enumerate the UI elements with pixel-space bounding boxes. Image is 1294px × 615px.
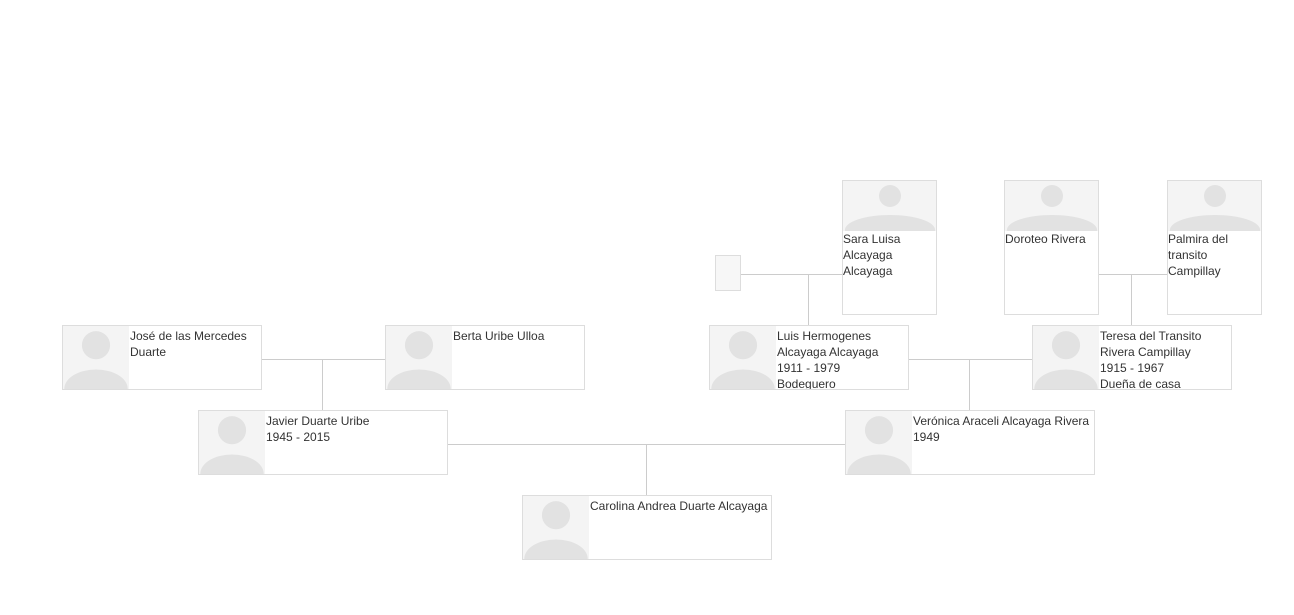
connector-line [969, 359, 970, 410]
person-card-jose[interactable]: José de las Mercedes Duarte [62, 325, 262, 390]
person-silhouette-icon [386, 326, 452, 389]
person-name: Berta Uribe Ulloa [453, 329, 545, 343]
connector-line [808, 274, 809, 325]
person-card-berta[interactable]: Berta Uribe Ulloa [385, 325, 585, 390]
person-silhouette-icon [846, 411, 912, 474]
person-years: 1915 - 1967 [1100, 361, 1165, 375]
person-silhouette-icon [199, 411, 265, 474]
person-silhouette-icon [1005, 181, 1098, 231]
person-card-sara[interactable]: Sara Luisa Alcayaga Alcayaga [842, 180, 937, 315]
person-name: Sara Luisa Alcayaga Alcayaga [843, 232, 901, 278]
connector-line [1131, 274, 1132, 325]
connector-line [740, 274, 843, 275]
person-name: Luis Hermogenes Alcayaga Alcayaga [777, 329, 879, 359]
person-card-veronica[interactable]: Verónica Araceli Alcayaga Rivera 1949 [845, 410, 1095, 475]
person-occupation: Dueña de casa [1100, 377, 1181, 390]
person-silhouette-icon [1033, 326, 1099, 389]
person-occupation: Bodeguero [777, 377, 836, 390]
person-silhouette-icon [523, 496, 589, 559]
person-silhouette-icon [710, 326, 776, 389]
connector-line [646, 444, 647, 495]
person-silhouette-icon [63, 326, 129, 389]
person-years: 1945 - 2015 [266, 430, 331, 444]
connector-line [1098, 274, 1167, 275]
person-silhouette-icon [1168, 181, 1261, 231]
connector-line [261, 359, 385, 360]
person-name: Javier Duarte Uribe [266, 414, 370, 428]
person-card-carolina[interactable]: Carolina Andrea Duarte Alcayaga [522, 495, 772, 560]
person-years: 1949 [913, 430, 940, 444]
person-card-javier[interactable]: Javier Duarte Uribe 1945 - 2015 [198, 410, 448, 475]
person-silhouette-icon [843, 181, 936, 231]
unknown-parent-placeholder[interactable] [715, 255, 741, 291]
person-name: José de las Mercedes Duarte [130, 329, 247, 359]
person-name: Doroteo Rivera [1005, 232, 1086, 246]
person-years: 1911 - 1979 [777, 361, 841, 375]
person-name: Teresa del Transito Rivera Campillay [1100, 329, 1202, 359]
person-card-luis[interactable]: Luis Hermogenes Alcayaga Alcayaga 1911 -… [709, 325, 909, 390]
connector-line [908, 359, 1032, 360]
person-name: Palmira del transito Campillay [1168, 232, 1229, 278]
person-card-palmira[interactable]: Palmira del transito Campillay [1167, 180, 1262, 315]
person-card-teresa[interactable]: Teresa del Transito Rivera Campillay 191… [1032, 325, 1232, 390]
person-name: Carolina Andrea Duarte Alcayaga [590, 499, 768, 513]
connector-line [322, 359, 323, 410]
person-name: Verónica Araceli Alcayaga Rivera [913, 414, 1090, 428]
person-card-doroteo[interactable]: Doroteo Rivera [1004, 180, 1099, 315]
